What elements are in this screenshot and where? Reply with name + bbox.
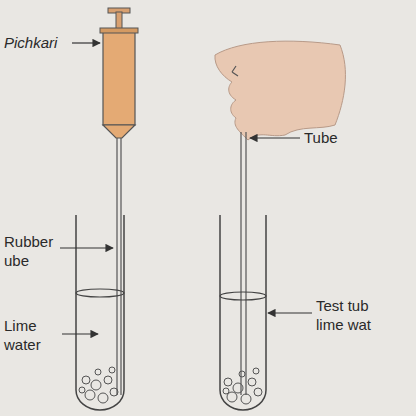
rubber-tube-label: Rubber ube <box>4 232 60 270</box>
pichkari-label: Pichkari <box>4 33 74 52</box>
leader-arrows <box>60 43 312 334</box>
blowing-tube <box>241 132 246 395</box>
test-tube-left <box>76 215 124 410</box>
eye-mark <box>232 66 238 76</box>
pichkari-syringe <box>100 8 138 138</box>
person-face <box>215 41 346 140</box>
rubber-tube <box>117 138 121 395</box>
tube-label: Tube <box>304 128 364 147</box>
lime-water-label: Lime water <box>4 316 60 354</box>
test-tube-label: Test tub lime wat <box>316 296 396 334</box>
test-tube-right <box>220 215 266 410</box>
